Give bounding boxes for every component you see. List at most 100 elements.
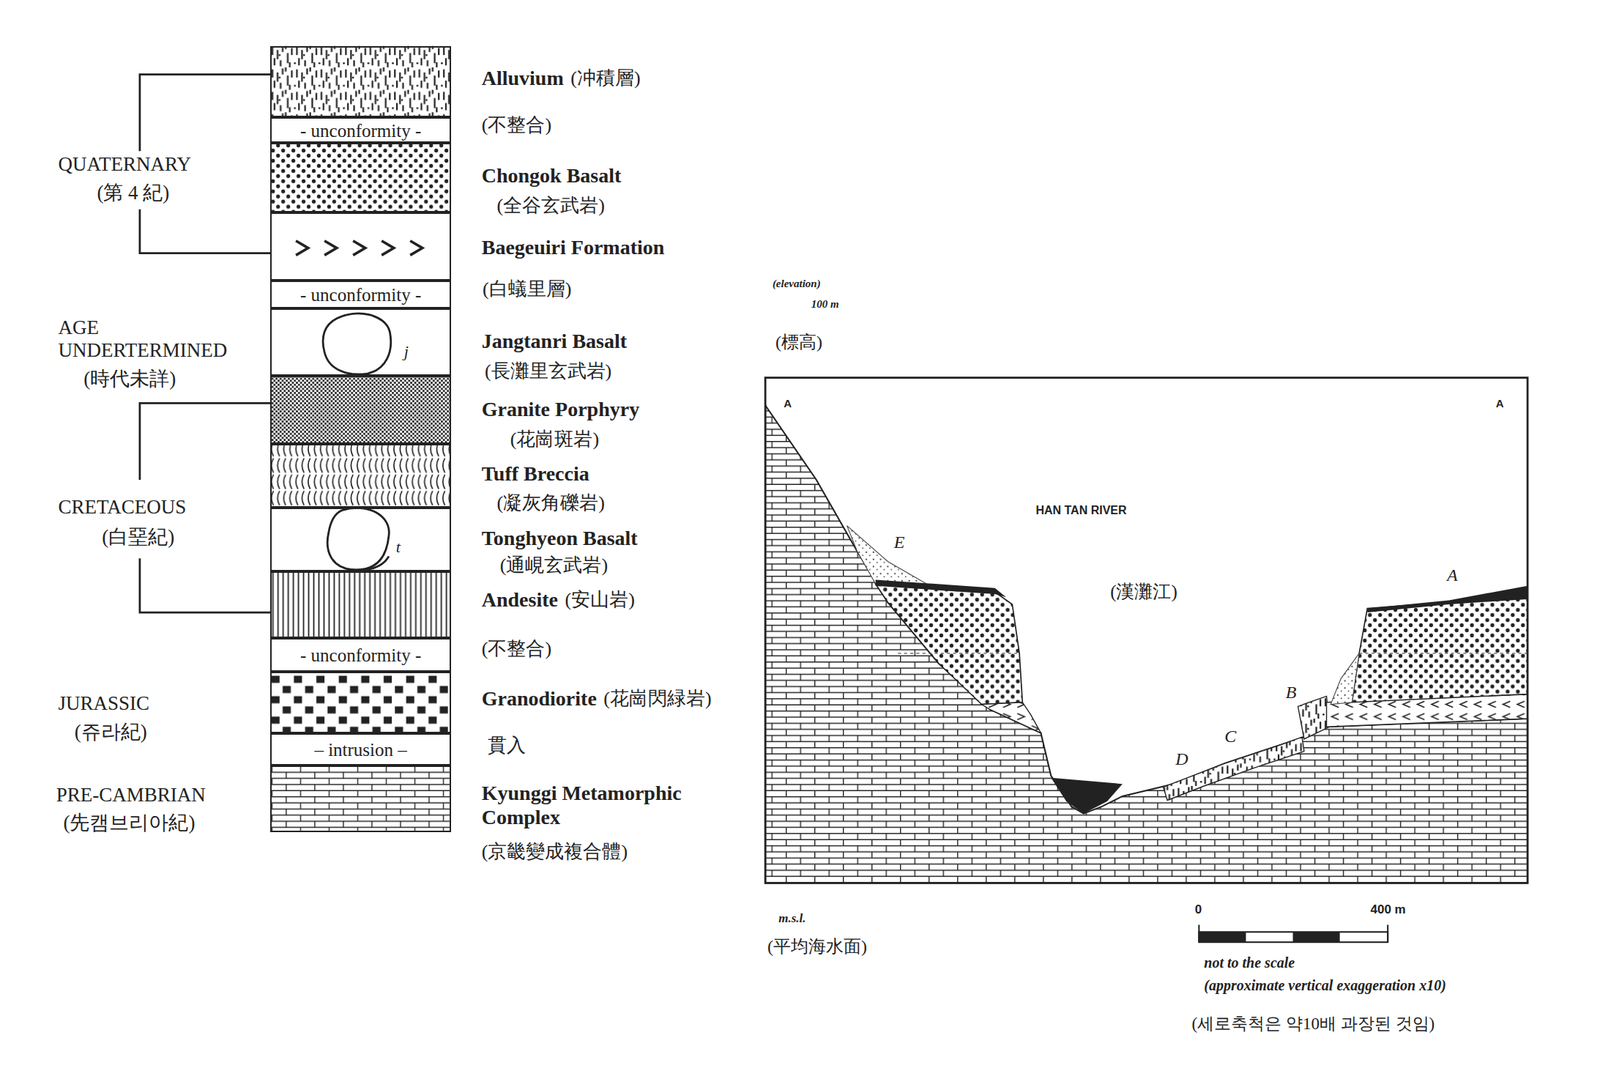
scale-tick (1198, 924, 1388, 943)
era-label: (第 4 紀) (96, 181, 170, 205)
strata-band: Granodiorite(花崗閃緑岩) (270, 671, 452, 733)
era-label: (先캠브리아紀) (62, 811, 195, 835)
band-label: - unconformity - (271, 285, 450, 304)
rock-name-hanja: (長灘里玄武岩) (484, 360, 612, 383)
era-label: CRETACEOUS (57, 495, 186, 519)
axis-label: 100 m (811, 298, 840, 311)
rock-name: Alluvium (481, 66, 564, 91)
scale-segment (1293, 931, 1341, 942)
soil-left (875, 579, 1007, 598)
basalt-band (270, 507, 452, 572)
axis-label: (平均海水面) (767, 936, 868, 958)
soil-right (1367, 585, 1528, 613)
talus-deposit (847, 525, 934, 589)
unconformity-band (270, 637, 452, 672)
unit-letter: E (894, 532, 906, 553)
river-alluvium (1050, 777, 1123, 814)
era-label: JURASSIC (57, 691, 150, 715)
terrace-gravel (1163, 736, 1305, 800)
unconformity-band (270, 280, 452, 309)
rock-name-hanja: (安山岩) (565, 588, 635, 611)
unit-letter: D (1175, 749, 1188, 770)
datum-label: m.s.l. (778, 910, 806, 926)
pebble-symbol (327, 507, 389, 569)
rock-name: Kyunggi Metamorphic Complex (481, 781, 735, 829)
rock-name-hanja: (花崗斑岩) (510, 428, 599, 451)
band-label: - unconformity - (271, 645, 450, 664)
talus-deposit (1330, 653, 1360, 705)
scale-note: not to the scale (1203, 954, 1295, 971)
rock-name: Chongok Basalt (481, 164, 622, 188)
rock-name: Granodiorite (481, 686, 597, 711)
pebble-edge (352, 555, 389, 570)
rock-name-hanja: (全谷玄武岩) (497, 194, 605, 217)
axis-label: (elevation) (772, 277, 821, 290)
flow-boundary (1359, 652, 1528, 654)
basalt-right (1351, 598, 1528, 703)
porphyry-pattern (270, 375, 452, 444)
strata-band: Andesite(安山岩) (270, 571, 452, 638)
formation-band (270, 212, 452, 281)
strata-band: Kyunggi Metamorphic Complex(京畿變成複合體) (270, 765, 452, 832)
formation-left (981, 702, 1042, 733)
basalt-pattern (270, 142, 452, 213)
rock-name-hanja: (通峴玄武岩) (500, 554, 608, 577)
strata-band: Alluvium(冲積層) (270, 46, 452, 118)
rock-name-hanja: (白蟻里層) (482, 278, 572, 301)
pebble-symbol (322, 313, 392, 375)
strata-band: Tuff Breccia(凝灰角礫岩) (270, 443, 452, 507)
scale-number: 0 (1195, 902, 1202, 917)
basalt-band (270, 308, 452, 376)
section-end-label: A (783, 396, 792, 410)
rock-name: Granite Porphyry (481, 397, 640, 422)
strata-band: - unconformity -(不整合) (270, 637, 452, 672)
era-label: QUATERNARY (57, 153, 192, 176)
band-label: – intrusion – (271, 739, 450, 758)
unit-letter: A (1446, 565, 1458, 586)
section-end-label: A (1496, 396, 1505, 410)
rock-name-hanja: (冲積層) (570, 67, 640, 90)
scale-segment (1198, 931, 1246, 942)
flow-boundary (897, 652, 1020, 654)
strata-band: Baegeuiri Formation(白蟻里層) (270, 212, 452, 281)
rock-name-hanja: (凝灰角礫岩) (497, 492, 605, 515)
strata-band: Jangtanri Basalt(長灘里玄武岩) (270, 308, 452, 376)
unconformity-band (270, 117, 452, 143)
river-name: (漢灘江) (1110, 581, 1178, 603)
rock-name-hanja: (京畿變成複合體) (481, 840, 628, 863)
unit-letter: C (1224, 726, 1237, 747)
strata-band: Chongok Basalt(全谷玄武岩) (270, 142, 452, 213)
strata-band: Tonghyeon Basalt(通峴玄武岩) (270, 507, 452, 572)
terrace-gravel (1298, 695, 1330, 739)
rock-name: Tuff Breccia (481, 462, 590, 486)
symbol-letter: j (404, 341, 409, 361)
alluvium-pattern (270, 46, 452, 118)
metamorphic-pattern (270, 765, 452, 832)
era-label: (白堊紀) (101, 525, 175, 549)
tuff-pattern (270, 443, 452, 507)
era-label: AGE UNDERTERMINED (57, 316, 228, 362)
scale-note: (approximate vertical exaggeration x10) (1203, 976, 1447, 994)
strata-band: Granite Porphyry(花崗斑岩) (270, 375, 452, 444)
rock-name-hanja: 貫入 (487, 734, 526, 757)
unit-letter: B (1285, 682, 1297, 703)
scale-bar (1198, 931, 1388, 942)
rock-name: Jangtanri Basalt (481, 329, 627, 353)
rock-name: Tonghyeon Basalt (481, 526, 638, 550)
andesite-pattern (270, 571, 452, 638)
basalt-left (875, 583, 1023, 704)
scale-number: 400 m (1370, 902, 1406, 917)
scaled-group (139, 46, 1528, 942)
granodiorite-pattern (270, 671, 452, 733)
rock-name-hanja: (花崗閃緑岩) (603, 687, 712, 710)
strata-band: – intrusion –貫入 (270, 732, 452, 766)
strata-band: - unconformity - (270, 280, 452, 309)
symbol-letter: t (396, 537, 401, 556)
scale-note: (세로축척은 약10배 과장된 것임) (1192, 1014, 1436, 1034)
era-label: (쥬라紀) (74, 720, 148, 744)
axis-label: (標高) (775, 332, 823, 353)
section-ground (765, 377, 1528, 884)
chevron-symbols (295, 240, 423, 256)
rock-name-hanja: (不整合) (481, 114, 552, 137)
river-name: HAN TAN RIVER (1035, 503, 1127, 517)
